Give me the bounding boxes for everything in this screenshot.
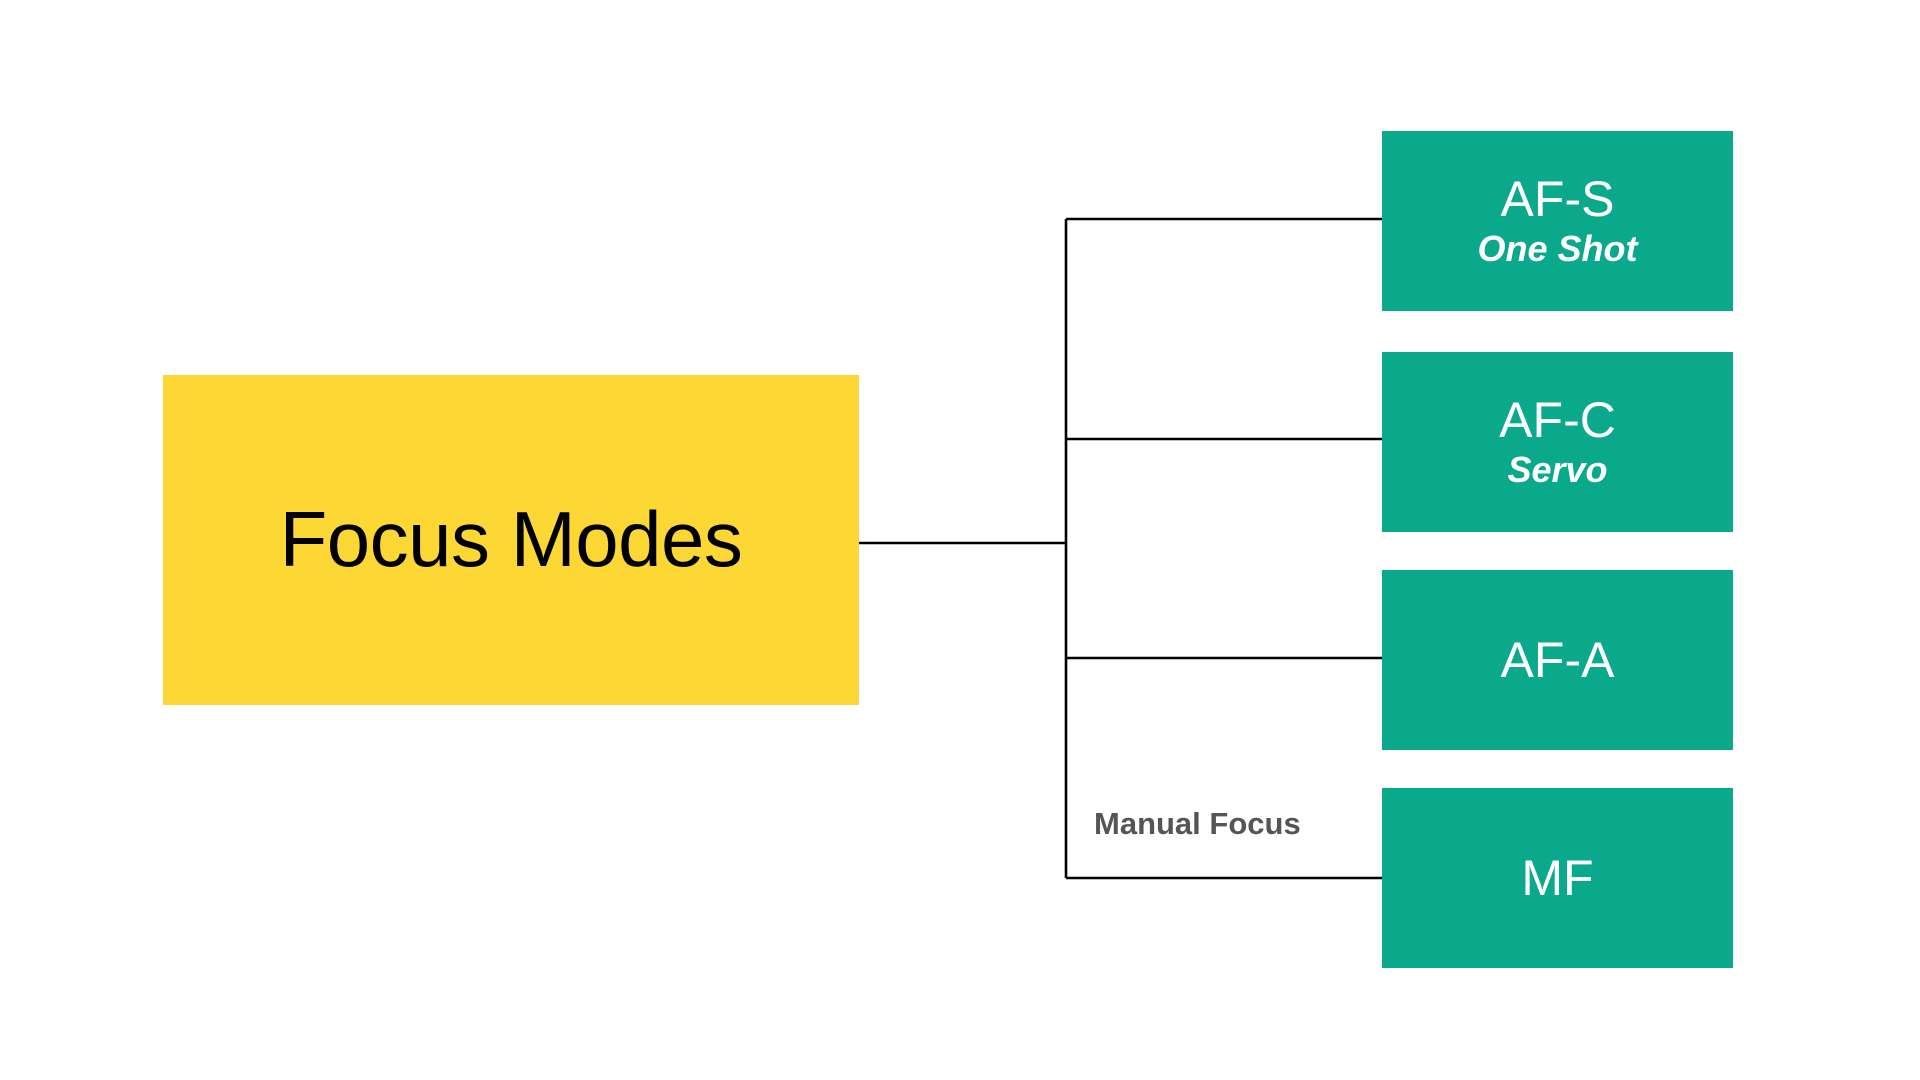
leaf-node-af-s-subtitle: One Shot [1477, 228, 1638, 270]
leaf-node-af-c-subtitle: Servo [1507, 449, 1608, 491]
root-node-label: Focus Modes [279, 495, 743, 584]
leaf-node-af-s-title: AF-S [1500, 171, 1615, 228]
leaf-node-af-c-title: AF-C [1499, 392, 1616, 449]
leaf-node-af-c[interactable]: AF-C Servo [1382, 352, 1733, 532]
edge-label-manual-focus: Manual Focus [1094, 806, 1301, 841]
root-node-focus-modes[interactable]: Focus Modes [163, 375, 859, 705]
leaf-node-af-a[interactable]: AF-A [1382, 570, 1733, 750]
leaf-node-af-a-title: AF-A [1500, 632, 1615, 688]
leaf-node-af-s[interactable]: AF-S One Shot [1382, 131, 1733, 311]
leaf-node-mf[interactable]: MF [1382, 788, 1733, 968]
leaf-node-mf-title: MF [1521, 850, 1594, 906]
